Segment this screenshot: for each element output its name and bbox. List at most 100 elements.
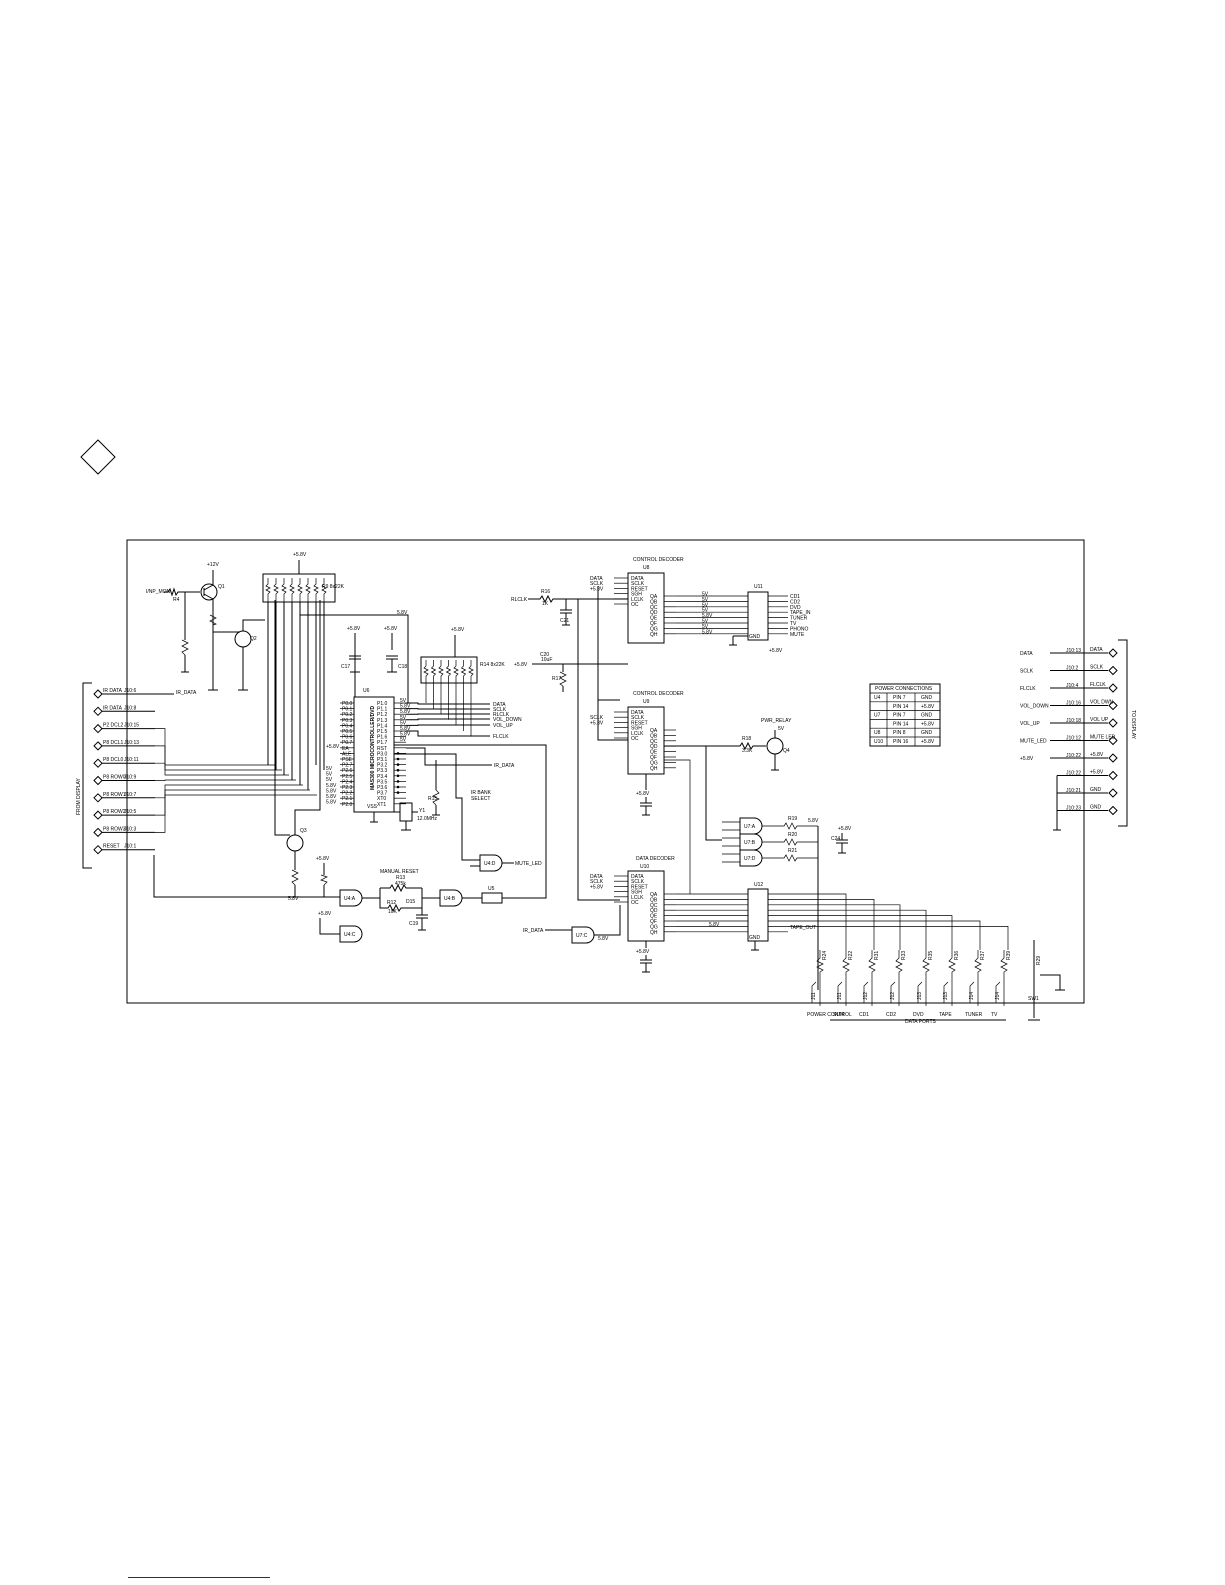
svg-text:U7:C: U7:C bbox=[576, 933, 588, 939]
power-relay-driver: PWR_RELAY R18 3.3K Q4 5V bbox=[664, 718, 792, 771]
decoder_u8-input-net: DATA bbox=[590, 576, 603, 582]
mcu-right-pin: XT1 bbox=[377, 802, 386, 808]
pwr-relay-label: PWR_RELAY bbox=[761, 718, 792, 724]
u11-output-net: TV bbox=[790, 621, 797, 627]
u12-out-wire bbox=[768, 893, 847, 950]
left-pin-ref: J10:13 bbox=[124, 740, 139, 746]
ir-bank-select: R15 IR BANK SELECT bbox=[394, 753, 492, 861]
mcu-left-pin: P2.6 bbox=[342, 768, 353, 774]
mcu-right-level: 5V bbox=[400, 698, 407, 704]
port-resistor bbox=[868, 950, 876, 1003]
mcu-output-nets: DATASCLKRLCLKVOL_DOWNVOL_UPFLCLKIR_DATA5… bbox=[300, 610, 522, 769]
svg-text:R13: R13 bbox=[396, 875, 405, 881]
left-pin-marker bbox=[93, 689, 103, 699]
mcu-right-pin: P3.6 bbox=[377, 785, 388, 791]
port-resistor-ref: R37 bbox=[980, 951, 986, 960]
decoder_u8-left-pin: SCLK bbox=[631, 581, 645, 587]
port-jack bbox=[863, 981, 873, 1006]
mcu-left-level: 5.8V bbox=[326, 800, 337, 806]
right-pin-marker bbox=[1108, 788, 1118, 798]
q3-transistor bbox=[286, 834, 304, 852]
port-name: DVD bbox=[913, 1012, 924, 1018]
u7-out-res bbox=[762, 822, 818, 830]
decoder_u9-left-pin: SCLK bbox=[631, 715, 645, 721]
right-pin-label: VOL DWN bbox=[1090, 700, 1114, 706]
left-pin-ref: J10:7 bbox=[124, 792, 136, 798]
left-pin-label: P2 DCL2 bbox=[103, 723, 124, 729]
svg-text:U9: U9 bbox=[643, 699, 650, 705]
u7-supply: 5.8V bbox=[808, 818, 819, 824]
left-pin-marker bbox=[93, 741, 103, 751]
mcu-right-pin: P3.1 bbox=[377, 757, 388, 763]
mcu-right-pin: P1.4 bbox=[377, 723, 388, 729]
left-pin-marker bbox=[93, 844, 103, 855]
mcu-net-wire bbox=[406, 730, 490, 737]
svg-text:Q4: Q4 bbox=[783, 748, 790, 754]
mcu-left-level: 5.8V bbox=[326, 788, 337, 794]
rnet2-element bbox=[460, 660, 467, 683]
decoder_u8-left-pin: LCLK bbox=[631, 597, 644, 603]
mcu-supply-route bbox=[300, 614, 409, 703]
right-pin-marker bbox=[1108, 683, 1118, 693]
mcu-left-pin: EA bbox=[342, 746, 349, 752]
right-pin-label: SCLK bbox=[1090, 665, 1104, 671]
mcu-junction bbox=[396, 780, 400, 783]
footer-link-underline bbox=[128, 1577, 270, 1578]
svg-text:R15: R15 bbox=[428, 796, 437, 802]
mcu-left-pin: P0.3 bbox=[342, 718, 353, 724]
port-jack-ref: J14 bbox=[995, 992, 1001, 1000]
mcu-right-pin: P3.4 bbox=[377, 774, 388, 780]
port-resistor bbox=[842, 950, 850, 1003]
svg-text:U8: U8 bbox=[643, 565, 650, 571]
u8-level: 5.8V bbox=[702, 629, 713, 635]
power-row-net: +5.8V bbox=[921, 704, 935, 710]
right-pin-ref: J10:16 bbox=[1066, 701, 1081, 707]
left-pin-ref: J10:15 bbox=[124, 723, 139, 729]
svg-text:SELECT: SELECT bbox=[471, 796, 490, 802]
u8-level: 5V bbox=[702, 602, 709, 608]
decoder_u9-input-net: SCLK bbox=[590, 715, 604, 721]
svg-text:+5.8V: +5.8V bbox=[636, 791, 650, 797]
left-pin-marker bbox=[93, 723, 103, 734]
svg-text:POWER CONNECTIONS: POWER CONNECTIONS bbox=[875, 686, 933, 692]
u7-gate-input bbox=[722, 837, 740, 847]
u7-gate bbox=[739, 849, 763, 867]
right-pin-label: VOL UP bbox=[1090, 717, 1109, 723]
mcu-right-pin: P3.5 bbox=[377, 779, 388, 785]
power-row-net: GND bbox=[921, 713, 933, 719]
ports-caption: DATA PORTS bbox=[905, 1019, 937, 1025]
right-pin-marker bbox=[1108, 805, 1118, 816]
rnet1-element bbox=[289, 578, 295, 602]
rnet1-supply: +5.8V bbox=[293, 552, 307, 558]
mcu-net-label: DATA bbox=[493, 702, 506, 708]
u7-gate-label: U7:A bbox=[744, 824, 756, 830]
mcu-left-pin: P2.2 bbox=[342, 791, 353, 797]
svg-text:10K: 10K bbox=[388, 909, 398, 915]
q2-label: Q2 bbox=[250, 636, 257, 642]
svg-text:3.3K: 3.3K bbox=[742, 748, 753, 754]
rnet2-element bbox=[468, 660, 474, 683]
power-row-ic: U4 bbox=[874, 695, 881, 701]
rnet1-element bbox=[305, 578, 311, 602]
svg-text:R16: R16 bbox=[541, 589, 550, 595]
decoder_u9-right-pin: QF bbox=[650, 755, 657, 761]
u8-level: 5V bbox=[702, 619, 709, 625]
mcu-left-pin: P0.5 bbox=[342, 729, 353, 735]
power-row-pin: PIN 8 bbox=[893, 730, 906, 736]
port-resistor bbox=[922, 950, 930, 1003]
svg-text:R12: R12 bbox=[387, 900, 396, 906]
left-pin-ref: J10:3 bbox=[124, 826, 136, 832]
ir-bank-label: IR BANK bbox=[471, 790, 492, 796]
right-pin-label: MUTE LED bbox=[1090, 735, 1116, 741]
svg-text:5.8V: 5.8V bbox=[598, 936, 609, 942]
mcu-left-pin: P2.4 bbox=[342, 779, 353, 785]
decoder_u9-right-pin: QD bbox=[650, 744, 658, 750]
mcu-net-label: FLCLK bbox=[493, 734, 509, 740]
decoder_u10-left-pin: RESET bbox=[631, 884, 648, 890]
decoder_u10-right-pin: QB bbox=[650, 897, 658, 903]
left-connector-title: FROM DISPLAY bbox=[76, 777, 82, 815]
right-pin-net: DATA bbox=[1020, 651, 1033, 657]
left-pin-route bbox=[155, 728, 275, 766]
